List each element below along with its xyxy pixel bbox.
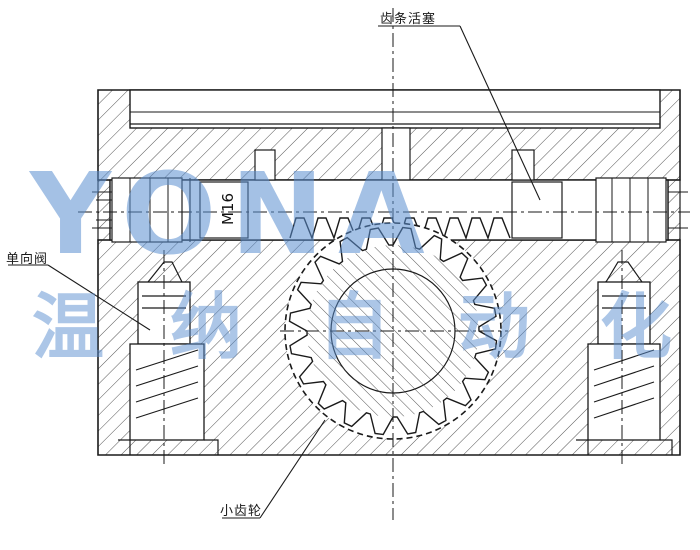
watermark-logo-latin: YONA <box>30 150 439 280</box>
label-small-gear: 小齿轮 <box>220 504 263 519</box>
watermark-char-3: 自 <box>318 285 391 369</box>
center-lines <box>78 8 690 520</box>
watermark-char-1: 温 <box>32 285 105 369</box>
check-valve-right <box>576 261 673 455</box>
leader-lines <box>8 25 541 519</box>
label-check-valve: 单向阀 <box>6 252 49 267</box>
label-rack-piston: 齿条活塞 <box>380 12 437 27</box>
watermark-char-4: 动 <box>458 285 531 369</box>
watermark-char-2: 纳 <box>170 285 243 369</box>
check-valve-left <box>118 261 219 455</box>
watermark-char-5: 化 <box>600 285 673 369</box>
top-cover <box>129 89 661 184</box>
